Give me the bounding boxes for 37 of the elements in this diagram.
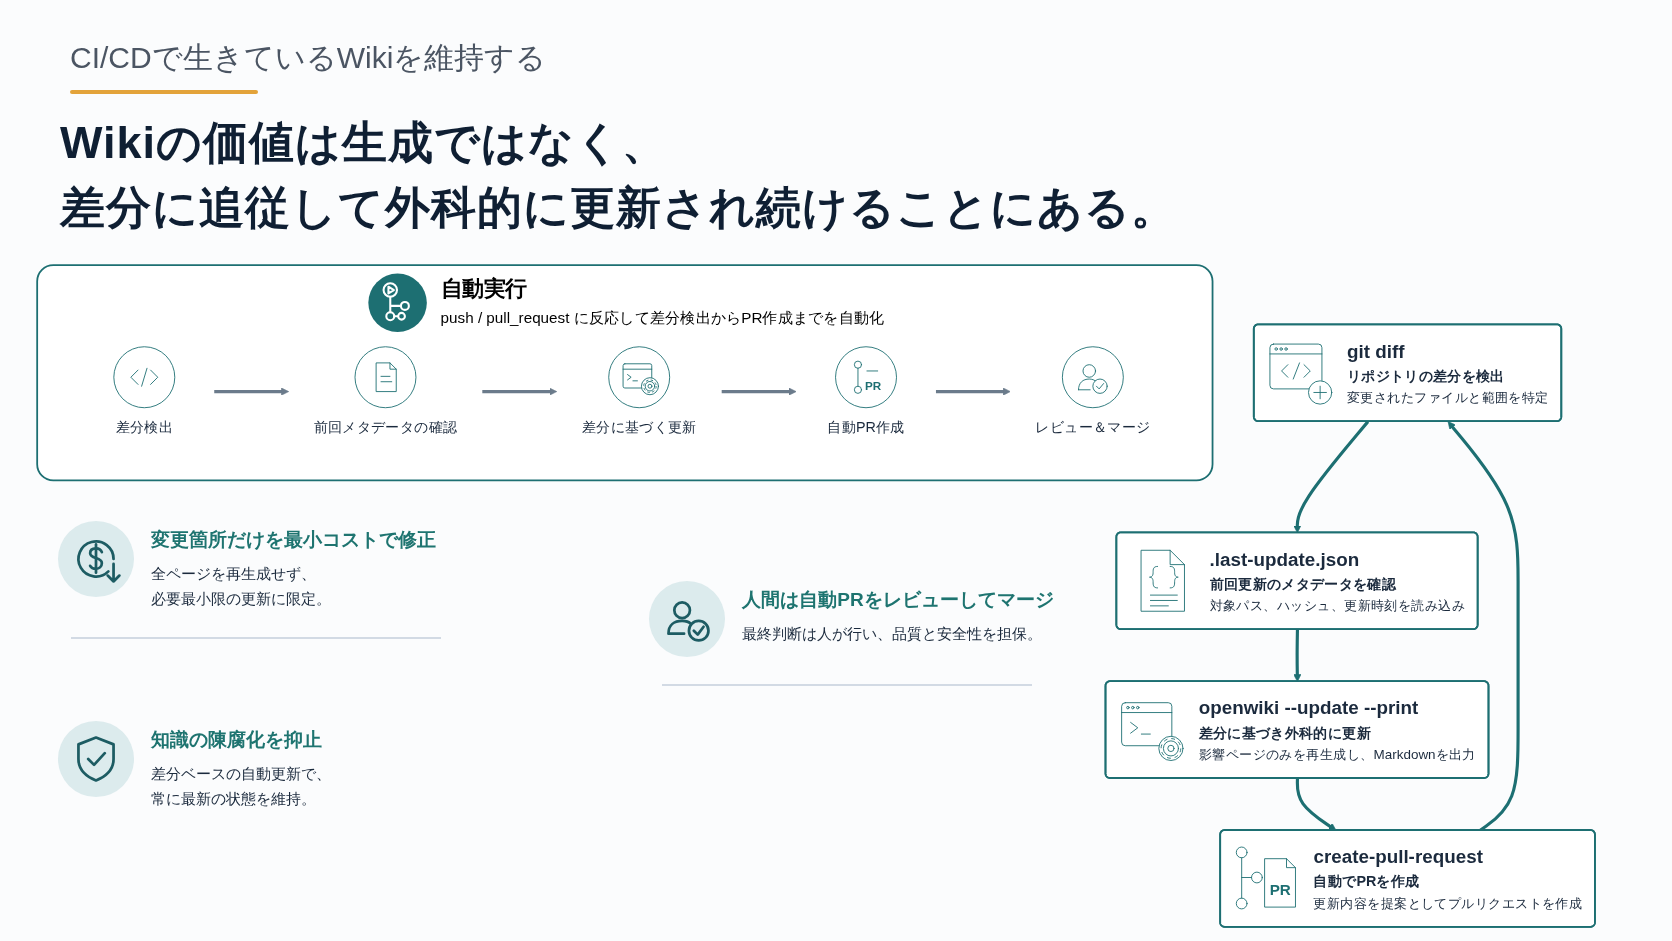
arrow (214, 387, 289, 396)
step-label: 差分検出 (115, 419, 173, 435)
card-subtitle: リポジトリの差分を検出 (1347, 367, 1505, 384)
panel-description: push / pull_request に反応して差分検出からPR作成までを自動化 (440, 309, 885, 327)
slide-title: CI/CDで生きているWikiを維持する (70, 40, 547, 76)
card-description: 更新内容を提案としてプルリクエストを作成 (1313, 895, 1583, 911)
headline: Wikiの価値は生成ではなく、差分に追従して外科的に更新され続けることにある。 (60, 116, 1178, 236)
feature-description: 差分ベースの自動更新で、常に最新の状態を維持。 (151, 763, 333, 809)
card-subtitle: 自動でPRを作成 (1313, 873, 1420, 889)
feature-heading: 人間は自動PRをレビューしてマージ (742, 588, 1055, 613)
arrow (1293, 420, 1370, 534)
arrow (721, 387, 797, 396)
arrow (935, 387, 1011, 396)
feature-heading: 知識の陳腐化を抑止 (151, 728, 324, 753)
arrow (482, 387, 558, 396)
arrow (1295, 778, 1337, 831)
card-title: create-pull-request (1313, 846, 1483, 867)
feature-description: 最終判断は人が行い、品質と安全性を担保。 (742, 623, 1044, 644)
feature-heading: 変更箇所だけを最小コストで修正 (151, 528, 438, 553)
card-title: openwiki --update --print (1198, 697, 1419, 718)
step-label: レビュー＆マージ (1035, 419, 1151, 435)
panel-title: 自動実行 (440, 275, 527, 301)
card-title: git diff (1347, 340, 1405, 362)
card-description: 変更されたファイルと範囲を特定 (1347, 389, 1549, 405)
card-subtitle: 差分に基づき外科的に更新 (1198, 724, 1371, 740)
icon-text: PR (1269, 882, 1291, 898)
feature-description: 全ページを再生成せず、必要最小限の更新に限定。 (151, 563, 333, 609)
arrow (1447, 421, 1520, 832)
step-label: 自動PR作成 (827, 419, 905, 435)
card-title: .last-update.json (1209, 548, 1360, 570)
card-subtitle: 前回更新のメタデータを確認 (1209, 575, 1397, 592)
card-description: 対象パス、ハッシュ、更新時刻を読み込み (1209, 597, 1466, 613)
icon-text: PR (865, 380, 882, 393)
card-description: 影響ページのみを再生成し、Markdownを出力 (1198, 746, 1476, 762)
arrow (1293, 629, 1302, 682)
step-label: 前回メタデータの確認 (313, 419, 458, 435)
step-label: 差分に基づく更新 (581, 419, 697, 435)
